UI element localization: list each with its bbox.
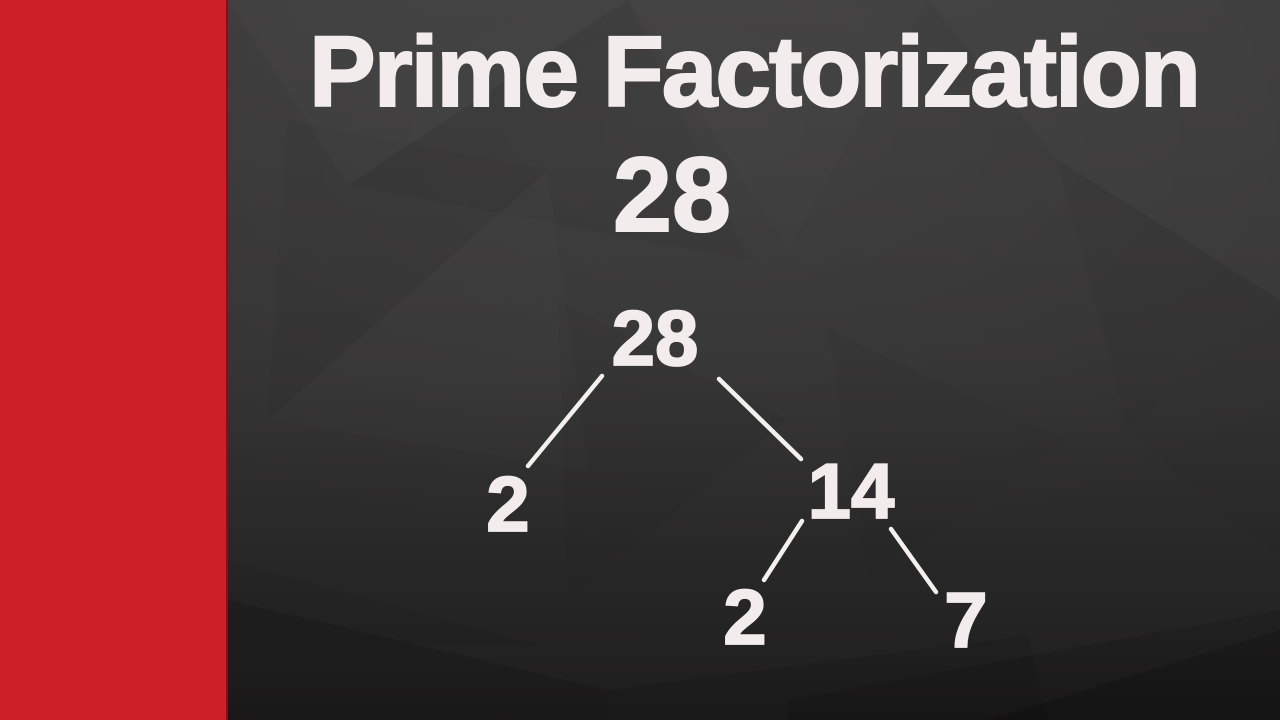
tree-node-2-left: 2 bbox=[485, 460, 530, 548]
tree-node-14: 14 bbox=[807, 447, 896, 535]
slide-background bbox=[228, 0, 1280, 720]
tree-node-2-bottom: 2 bbox=[722, 573, 767, 661]
tree-node-7: 7 bbox=[943, 576, 988, 664]
red-accent-bar bbox=[0, 0, 228, 720]
page-title: Prime Factorization bbox=[308, 16, 1202, 128]
tree-node-28-root: 28 bbox=[611, 294, 700, 382]
background-texture bbox=[228, 560, 1280, 720]
subtitle-number: 28 bbox=[612, 136, 732, 254]
